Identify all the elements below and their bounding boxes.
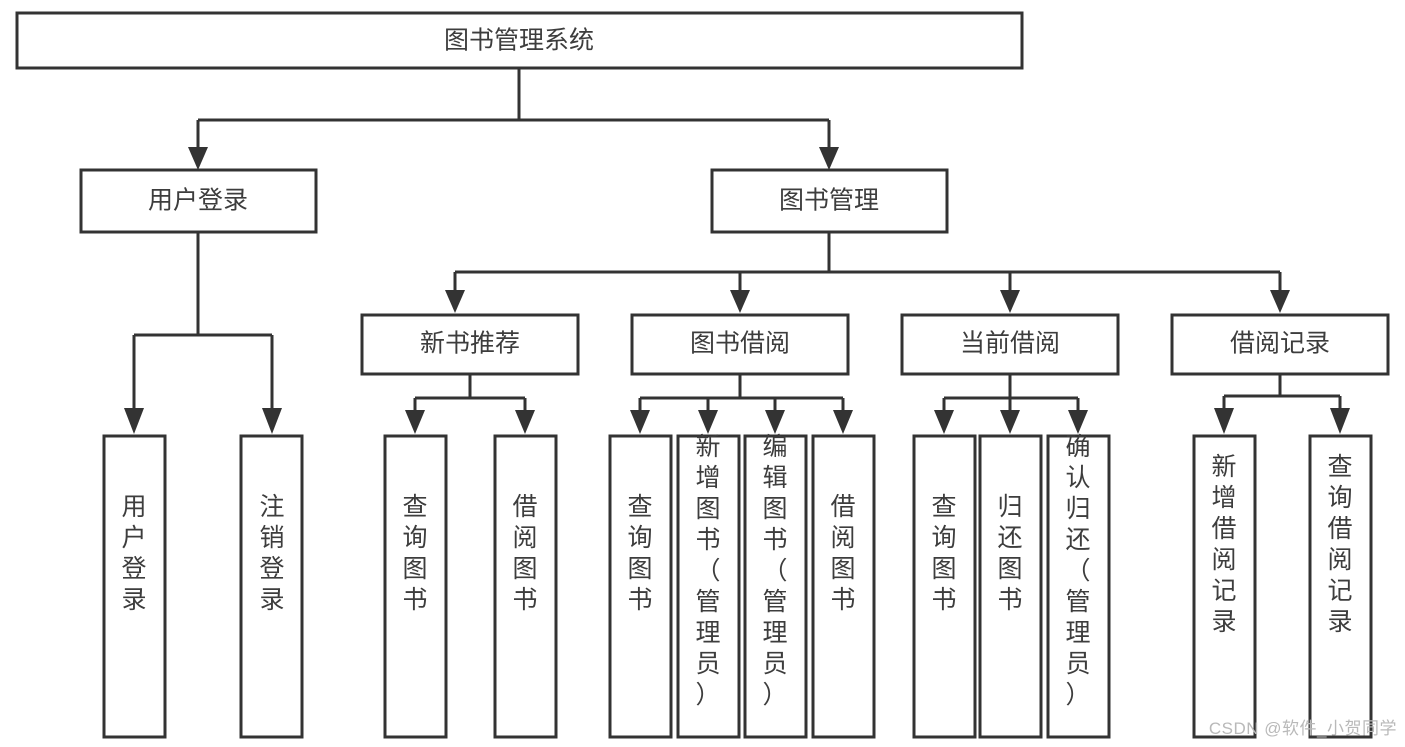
leaf-borrow-record-1-label: 新增借阅记录	[1211, 453, 1236, 636]
node-book-borrow-label: 图书借阅	[690, 330, 790, 358]
leaf-current-borrow-3-label: 确认归还（管理员）	[1065, 433, 1090, 709]
leaf-book-borrow-1[interactable]: 查询图书	[608, 434, 673, 739]
leaf-borrow-record-2-label: 查询借阅记录	[1327, 453, 1352, 636]
node-root[interactable]: 图书管理系统	[15, 11, 1024, 70]
leaf-current-borrow-1-box[interactable]	[912, 434, 977, 739]
node-root-label: 图书管理系统	[444, 27, 594, 55]
leaf-current-borrow-1[interactable]: 查询图书	[912, 434, 977, 739]
leaf-new-book-1[interactable]: 查询图书	[383, 434, 448, 739]
node-current-borrow[interactable]: 当前借阅	[900, 313, 1120, 376]
leaf-book-borrow-2[interactable]: 新增图书（管理员）	[676, 433, 741, 739]
node-current-borrow-label: 当前借阅	[960, 330, 1060, 358]
node-new-book-recommend-box[interactable]	[360, 313, 580, 376]
leaf-current-borrow-3[interactable]: 确认归还（管理员）	[1046, 433, 1111, 739]
leaf-book-borrow-3[interactable]: 编辑图书（管理员）	[743, 433, 808, 739]
node-borrow-record-box[interactable]	[1170, 313, 1390, 376]
leaf-user-login-2[interactable]: 注销登录	[239, 434, 304, 739]
arrow-user-leaf-1	[124, 408, 144, 434]
leaf-new-book-2[interactable]: 借阅图书	[493, 434, 558, 739]
node-user-login-label: 用户登录	[148, 187, 248, 215]
leaf-new-book-1-label: 查询图书	[402, 493, 427, 614]
node-new-book-recommend-label: 新书推荐	[420, 330, 520, 358]
arrow-to-user-login	[188, 147, 208, 170]
leaf-borrow-record-2-box[interactable]	[1308, 434, 1373, 739]
arrow-borrow-leaf-2	[698, 410, 718, 434]
arrow-borrow-leaf-3	[765, 410, 785, 434]
leaf-borrow-record-1[interactable]: 新增借阅记录	[1192, 434, 1257, 739]
leaf-current-borrow-2[interactable]: 归还图书	[978, 434, 1043, 739]
leaf-book-borrow-4-label: 借阅图书	[830, 493, 855, 614]
leaf-user-login-1-box[interactable]	[102, 434, 167, 739]
node-borrow-record[interactable]: 借阅记录	[1170, 313, 1390, 376]
connector-layer	[124, 68, 1350, 434]
leaf-book-borrow-2-box[interactable]	[676, 434, 741, 739]
leaf-current-borrow-1-label: 查询图书	[931, 493, 956, 614]
watermark: CSDN @软件_小贺同学	[1208, 719, 1397, 738]
leaf-book-borrow-2-label: 新增图书（管理员）	[695, 433, 720, 709]
arrow-current-leaf-3	[1068, 410, 1088, 434]
node-current-borrow-box[interactable]	[900, 313, 1120, 376]
arrow-newbook-leaf-2	[515, 410, 535, 434]
arrow-borrow-leaf-1	[630, 410, 650, 434]
leaf-current-borrow-2-box[interactable]	[978, 434, 1043, 739]
leaf-new-book-2-box[interactable]	[493, 434, 558, 739]
arrow-to-record	[1270, 290, 1290, 313]
arrow-to-book-manage	[819, 147, 839, 170]
arrow-borrow-leaf-4	[833, 410, 853, 434]
node-book-manage[interactable]: 图书管理	[710, 168, 949, 234]
arrow-record-leaf-2	[1330, 408, 1350, 434]
leaf-user-login-1[interactable]: 用户登录	[102, 434, 167, 739]
arrow-newbook-leaf-1	[405, 410, 425, 434]
leaf-book-borrow-4[interactable]: 借阅图书	[811, 434, 876, 739]
leaf-current-borrow-3-box[interactable]	[1046, 434, 1111, 739]
node-new-book-recommend[interactable]: 新书推荐	[360, 313, 580, 376]
node-borrow-record-label: 借阅记录	[1230, 330, 1330, 358]
arrow-record-leaf-1	[1214, 408, 1234, 434]
leaf-user-login-1-label: 用户登录	[121, 493, 146, 614]
node-book-manage-box[interactable]	[710, 168, 949, 234]
leaf-new-book-1-box[interactable]	[383, 434, 448, 739]
leaf-user-login-2-box[interactable]	[239, 434, 304, 739]
arrow-user-leaf-2	[262, 408, 282, 434]
arrow-to-current	[1000, 290, 1020, 313]
arrow-current-leaf-1	[934, 410, 954, 434]
leaf-book-borrow-4-box[interactable]	[811, 434, 876, 739]
node-book-manage-label: 图书管理	[779, 187, 879, 215]
leaf-new-book-2-label: 借阅图书	[512, 493, 537, 614]
node-user-login-box[interactable]	[79, 168, 318, 234]
leaf-book-borrow-1-label: 查询图书	[627, 493, 652, 614]
leaf-book-borrow-1-box[interactable]	[608, 434, 673, 739]
arrow-to-borrow	[730, 290, 750, 313]
leaf-borrow-record-2[interactable]: 查询借阅记录	[1308, 434, 1373, 739]
node-book-borrow-box[interactable]	[630, 313, 850, 376]
leaf-current-borrow-2-label: 归还图书	[997, 493, 1022, 614]
leaf-book-borrow-3-box[interactable]	[743, 434, 808, 739]
node-book-borrow[interactable]: 图书借阅	[630, 313, 850, 376]
node-root-box[interactable]	[15, 11, 1024, 70]
leaf-user-login-2-label: 注销登录	[259, 493, 284, 614]
leaf-book-borrow-3-label: 编辑图书（管理员）	[762, 433, 787, 709]
arrow-to-new-book	[445, 290, 465, 313]
node-user-login[interactable]: 用户登录	[79, 168, 318, 234]
arrow-current-leaf-2	[1000, 410, 1020, 434]
leaf-borrow-record-1-box[interactable]	[1192, 434, 1257, 739]
